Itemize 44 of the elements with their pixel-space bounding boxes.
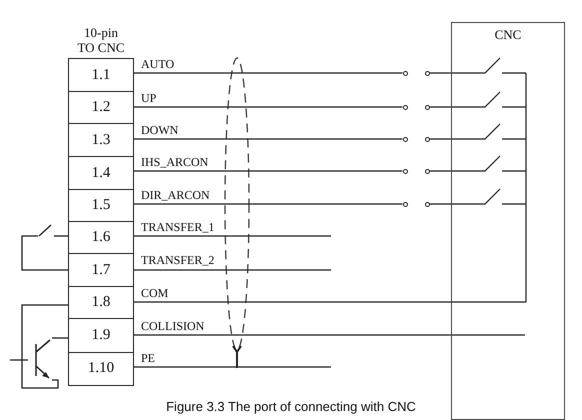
wire-label: UP bbox=[141, 92, 156, 105]
pin-box: 1.10 bbox=[68, 352, 134, 386]
wire-label: DIR_ARCON bbox=[141, 189, 210, 202]
wire-label: TRANSFER_2 bbox=[141, 254, 214, 267]
pin-box: 1.8 bbox=[68, 286, 134, 320]
device-label: CNC bbox=[494, 27, 522, 43]
wire bbox=[134, 72, 402, 74]
wire-label: IHS_ARCON bbox=[141, 156, 208, 169]
pin-box: 1.4 bbox=[68, 156, 134, 190]
wire bbox=[134, 269, 331, 271]
cnc-device-box bbox=[451, 22, 565, 420]
pin-box: 1.1 bbox=[68, 58, 134, 92]
wire bbox=[134, 366, 331, 368]
wire-label: COM bbox=[141, 287, 168, 300]
pin-box: 1.5 bbox=[68, 189, 134, 222]
pin-box: 1.7 bbox=[68, 253, 134, 288]
wire bbox=[54, 235, 68, 237]
wire bbox=[134, 138, 402, 140]
pin-box: 1.3 bbox=[68, 123, 134, 158]
wire-label: PE bbox=[141, 352, 156, 365]
wire-label: AUTO bbox=[141, 58, 174, 71]
connector-heading: 10-pin TO CNC bbox=[76, 25, 126, 55]
wire-label: DOWN bbox=[141, 124, 178, 137]
wire bbox=[134, 235, 331, 237]
figure-caption: Figure 3.3 The port of connecting with CNC bbox=[165, 399, 417, 414]
wire bbox=[430, 170, 451, 172]
wire bbox=[134, 301, 451, 303]
wire bbox=[10, 359, 28, 361]
wire bbox=[52, 337, 68, 339]
pin-box: 1.2 bbox=[68, 91, 134, 124]
wire bbox=[134, 170, 402, 172]
wire bbox=[134, 106, 402, 108]
wire bbox=[430, 72, 451, 74]
wire bbox=[430, 138, 451, 140]
wire bbox=[134, 334, 451, 336]
wire bbox=[430, 106, 451, 108]
pin-box: 1.9 bbox=[68, 318, 134, 354]
wire bbox=[21, 304, 68, 389]
wire bbox=[21, 235, 68, 271]
wire-label: TRANSFER_1 bbox=[141, 221, 214, 234]
pin-box: 1.6 bbox=[68, 221, 134, 254]
wire bbox=[134, 203, 402, 205]
wire-label: COLLISION bbox=[141, 320, 204, 333]
wire bbox=[430, 203, 451, 205]
